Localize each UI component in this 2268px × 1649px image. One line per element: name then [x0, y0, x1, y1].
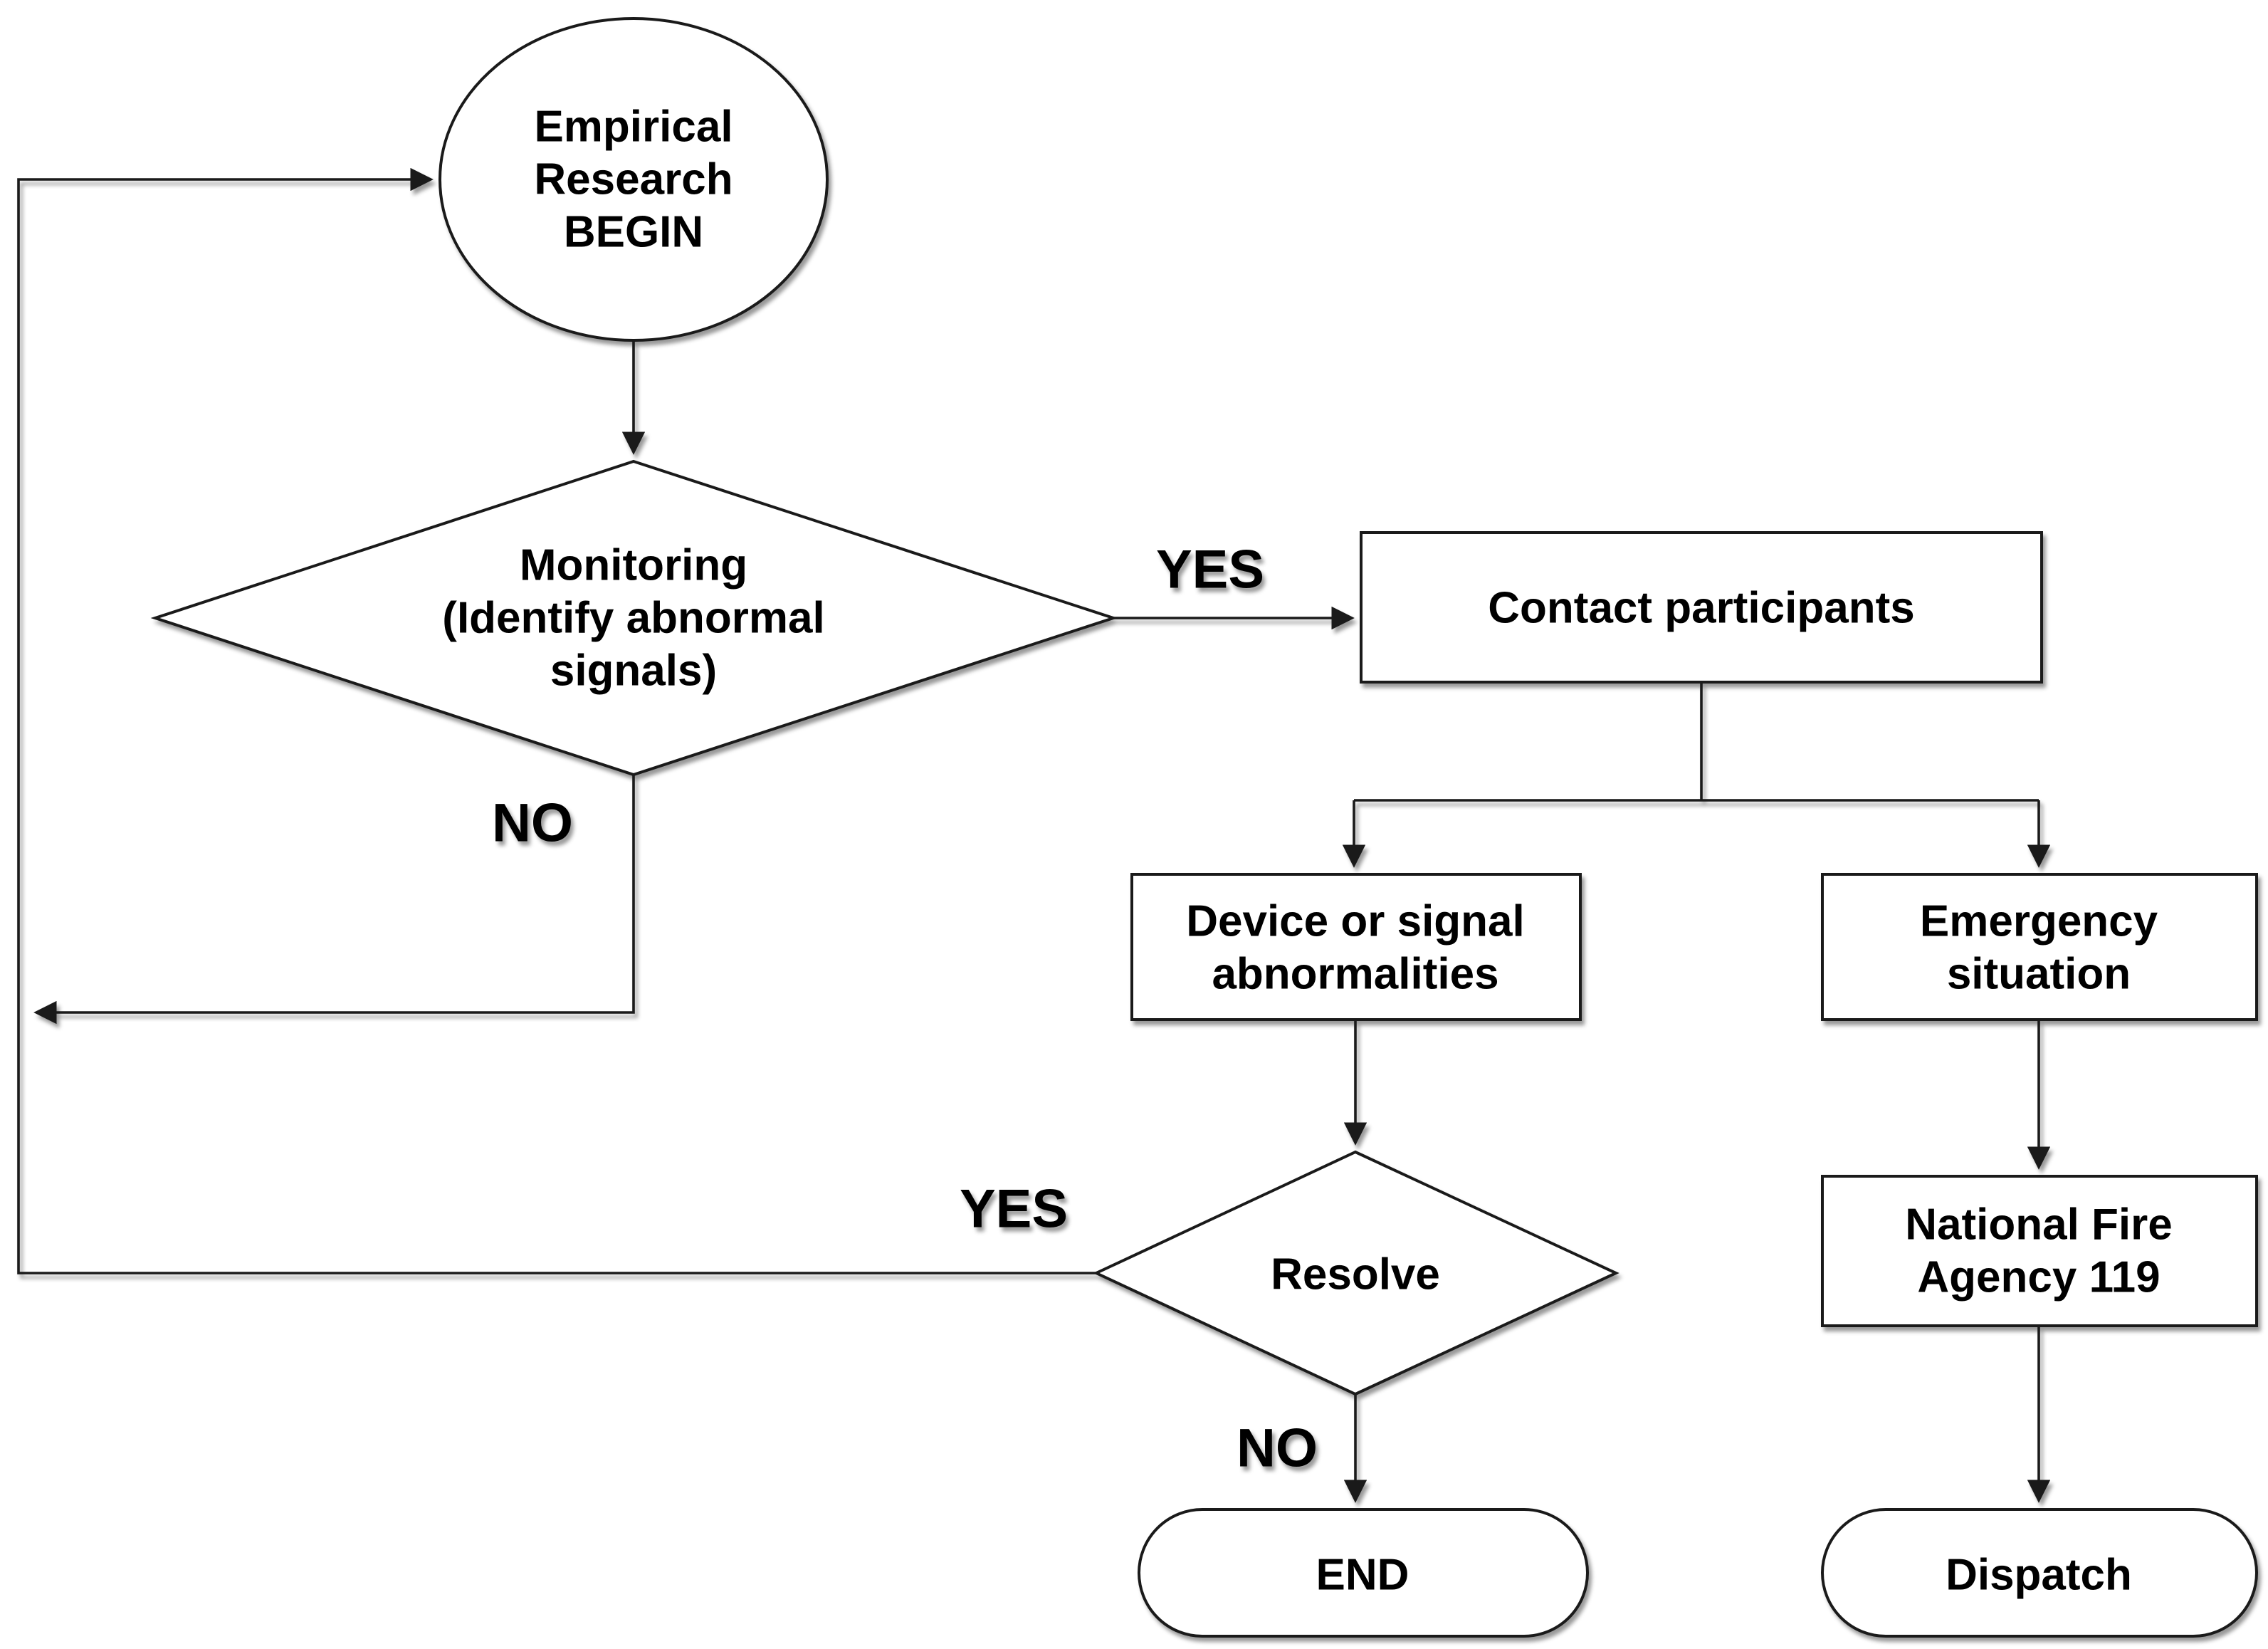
emergency-process-shape [1821, 873, 2258, 1021]
begin-start-shape [439, 17, 829, 342]
contact-label: Contact participants [1488, 584, 1914, 633]
label-monitoring-no: NO [492, 793, 573, 854]
monitoring-label: Monitoring [520, 541, 747, 590]
fire-agency-process-shape [1821, 1175, 2258, 1327]
fire-agency-label: National Fire [1905, 1200, 2173, 1250]
monitoring-label: (Identify abnormal [442, 594, 824, 643]
end-terminator-shape [1138, 1508, 1589, 1638]
label-monitoring-yes: YES [1156, 540, 1264, 600]
dispatch-terminator-shape [1821, 1508, 2258, 1638]
end-label: END [1316, 1551, 1409, 1600]
resolve-label: Resolve [1271, 1250, 1440, 1299]
device-process-shape [1130, 873, 1582, 1021]
label-resolve-yes: YES [960, 1179, 1068, 1240]
begin-label: Research [534, 155, 733, 204]
emergency-label: Emergency [1920, 897, 2158, 946]
device-label: abnormalities [1212, 950, 1498, 999]
edge-resolve-yes-loop [17, 167, 1096, 1274]
emergency-label: situation [1947, 950, 2131, 999]
begin-label: BEGIN [564, 208, 703, 257]
monitoring-label: signals) [550, 646, 717, 696]
fire-agency-label: Agency 119 [1917, 1253, 2160, 1302]
device-label: Device or signal [1186, 897, 1525, 946]
resolve-decision-shape [1093, 1150, 1619, 1396]
label-resolve-no: NO [1237, 1418, 1318, 1479]
contact-process-shape [1360, 531, 2043, 684]
monitoring-decision-shape [150, 459, 1118, 777]
begin-label: Empirical [534, 103, 733, 152]
edge-monitoring-no-loop [33, 775, 635, 1025]
dispatch-label: Dispatch [1946, 1551, 2132, 1600]
